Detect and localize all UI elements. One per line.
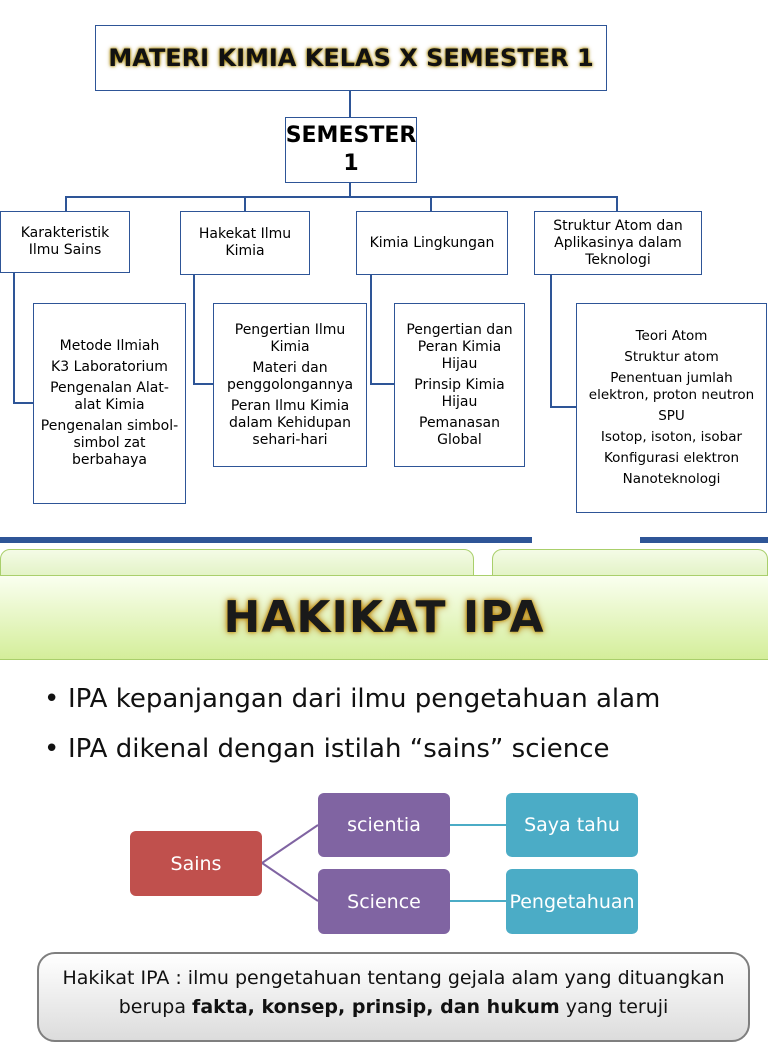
connector-line [261, 824, 319, 864]
definition-text: Hakikat IPA : ilmu pengetahuan tentang g… [62, 967, 725, 1018]
bullet-text: IPA dikenal dengan istilah “sains” scien… [68, 734, 610, 764]
list-item: Pengertian dan Peran Kimia Hijau [406, 321, 513, 372]
list-item: Prinsip Kimia Hijau [414, 376, 505, 410]
leaf-node-saya-tahu: Saya tahu [506, 793, 638, 857]
connector [370, 275, 372, 385]
bullet-glyph: • [44, 734, 60, 764]
list-item: K3 Laboratorium [51, 359, 168, 375]
connector [550, 406, 577, 408]
definition-callout: Hakikat IPA : ilmu pengetahuan tentang g… [37, 952, 750, 1042]
diagram-title: MATERI KIMIA KELAS X SEMESTER 1 [95, 25, 607, 91]
connector [65, 196, 618, 198]
list-item: Isotop, isoton, isobar [600, 429, 743, 445]
connector [244, 196, 246, 211]
connector [616, 196, 618, 211]
definition-emphasis: fakta, konsep, prinsip, dan hukum [192, 996, 560, 1018]
branch-node-scientia: scientia [318, 793, 450, 857]
connector [65, 196, 67, 211]
connector [13, 402, 34, 404]
item-list-hakekat: Pengertian Ilmu Kimia Materi dan penggol… [213, 303, 367, 467]
list-item: Nanoteknologi [622, 471, 721, 487]
connector [193, 383, 214, 385]
item-list-karakteristik: Metode Ilmiah K3 Laboratorium Pengenalan… [33, 303, 186, 504]
connector-line [261, 862, 319, 902]
semester-number: 1 [343, 151, 359, 176]
branch-node-science: Science [318, 869, 450, 934]
list-item: Pemanasan Global [419, 414, 500, 448]
item-list-struktur-atom: Teori Atom Struktur atom Penentuan jumla… [576, 303, 767, 513]
connector [430, 196, 432, 211]
slide-title-banner: HAKIKAT IPA [0, 575, 768, 660]
list-item: Materi dan penggolongannya [226, 359, 354, 393]
slide-tab [492, 549, 768, 577]
definition-text-end: yang teruji [559, 996, 669, 1018]
bullet-glyph: • [44, 684, 60, 714]
category-node-struktur-atom: Struktur Atom dan Aplikasinya dalam Tekn… [534, 211, 702, 275]
slide-divider [0, 537, 532, 543]
list-item: Peran Ilmu Kimia dalam Kehidupan sehari-… [229, 397, 351, 448]
connector [370, 383, 395, 385]
leaf-node-pengetahuan: Pengetahuan [506, 869, 638, 934]
list-item: Pengenalan Alat-alat Kimia [50, 380, 169, 413]
list-item: Metode Ilmiah [59, 338, 160, 354]
list-item: Penentuan jumlah elektron, proton neutro… [588, 370, 755, 403]
connector [349, 91, 351, 117]
list-item: SPU [658, 408, 685, 424]
bullet-item: • IPA dikenal dengan istilah “sains” scie… [44, 734, 610, 764]
list-item: Pengertian Ilmu Kimia [234, 321, 346, 355]
smartart-connectors [261, 824, 506, 902]
list-item: Konfigurasi elektron [603, 450, 740, 466]
bullet-text: IPA kepanjangan dari ilmu pengetahuan al… [68, 684, 661, 714]
category-node-kimia-lingkungan: Kimia Lingkungan [356, 211, 508, 275]
semester-node: SEMESTER 1 [285, 117, 417, 183]
item-list-kimia-lingkungan: Pengertian dan Peran Kimia Hijau Prinsip… [394, 303, 525, 467]
connector [193, 275, 195, 385]
list-item: Pengenalan simbol-simbol zat berbahaya [40, 418, 179, 468]
slide-divider [640, 537, 768, 543]
bullet-item: • IPA kepanjangan dari ilmu pengetahuan a… [44, 684, 660, 714]
slide-tab [0, 549, 474, 577]
slide-title: HAKIKAT IPA [223, 592, 545, 643]
category-node-karakteristik: Karakteristik Ilmu Sains [0, 211, 130, 273]
list-item: Teori Atom [635, 328, 708, 344]
list-item: Struktur atom [624, 349, 719, 365]
root-node-sains: Sains [130, 831, 262, 896]
semester-label: SEMESTER [285, 123, 417, 148]
category-node-hakekat: Hakekat Ilmu Kimia [180, 211, 310, 275]
connector [13, 273, 15, 404]
connector [349, 183, 351, 197]
connector [550, 275, 552, 408]
